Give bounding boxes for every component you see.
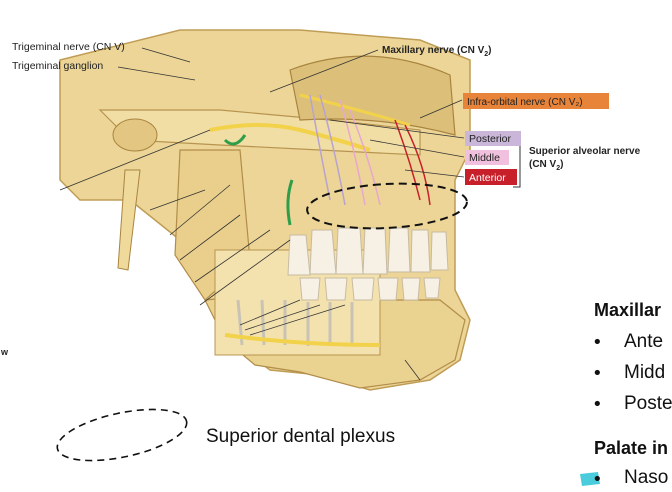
- sa-sub: 2: [556, 165, 560, 172]
- sa-prefix: (CN V: [529, 159, 557, 170]
- lower-teeth: [299, 277, 441, 301]
- legend-superior-dental-plexus: Superior dental plexus: [206, 426, 396, 447]
- label-maxillary-nerve: Maxillary nerve (CN V2): [382, 45, 492, 58]
- side-item-anterior: Ante: [624, 331, 664, 352]
- upper-teeth: [287, 227, 449, 276]
- side-item-middle: Midd: [624, 362, 666, 383]
- maxillary-sub: 2: [484, 51, 488, 58]
- middle-sa-branches: [339, 99, 381, 206]
- label-cropped-left: w: [0, 347, 9, 357]
- anterior-box: [465, 169, 517, 185]
- bullet-3: •: [592, 394, 603, 415]
- anterior-sa-branches: [394, 119, 431, 206]
- maxillary-suffix: ): [488, 45, 491, 56]
- label-infraorbital: Infra-orbital nerve (CN V₂): [467, 97, 583, 108]
- styloid-process: [117, 169, 141, 271]
- middle-box: [465, 150, 509, 165]
- bullet-1: •: [592, 332, 603, 353]
- label-anterior: Anterior: [469, 172, 506, 184]
- label-middle: Middle: [469, 152, 500, 164]
- side-item-naso: Naso: [624, 467, 669, 488]
- bullet-2: •: [592, 363, 603, 384]
- posterior-box: [465, 131, 521, 146]
- infraorbital-nerve-path: [299, 93, 411, 127]
- infraorbital-box: [463, 93, 609, 109]
- posterior-sa-branches: [309, 94, 346, 206]
- label-trigeminal-nerve: Trigeminal nerve (CN V): [12, 41, 125, 53]
- label-posterior: Posterior: [469, 133, 512, 145]
- leader-lines: [59, 47, 465, 381]
- side-heading-maxillary: Maxillar: [594, 300, 662, 320]
- sa-suffix: ): [560, 159, 563, 170]
- bullet-4: •: [592, 469, 603, 490]
- legend-dashed-ellipse: [56, 408, 188, 462]
- label-superior-alveolar-1: Superior alveolar nerve: [529, 146, 641, 157]
- label-superior-alveolar-2: (CN V2): [529, 159, 563, 172]
- green-nerve-2: [286, 179, 294, 226]
- side-item-posterior: Poste: [624, 393, 672, 414]
- nerves: [209, 93, 431, 347]
- maxillary-nerve-path: [209, 123, 371, 152]
- highlight-marker: [580, 472, 600, 486]
- plexus-highlight-ellipse: [306, 182, 468, 230]
- condyle: [112, 118, 158, 152]
- green-nerve: [223, 134, 247, 146]
- side-heading-palate: Palate in: [594, 438, 669, 458]
- orbit: [289, 55, 456, 136]
- label-trigeminal-ganglion: Trigeminal ganglion: [12, 60, 103, 72]
- maxillary-prefix: Maxillary nerve (CN V: [382, 45, 485, 56]
- inferior-alveolar-nerve: [224, 333, 381, 347]
